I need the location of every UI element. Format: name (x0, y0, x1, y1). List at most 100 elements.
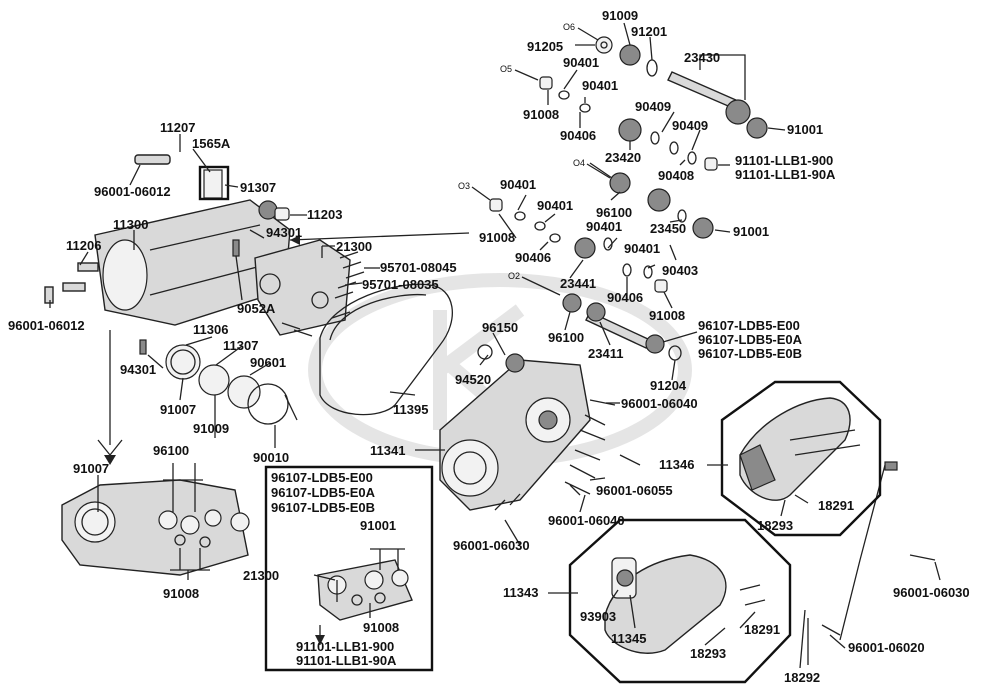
label-9052a: 9052A (237, 301, 276, 316)
label-96001-06012-b: 96001-06012 (8, 318, 85, 333)
bottom-left-cover (61, 479, 250, 576)
grouping-frames (198, 165, 882, 684)
label-91307: 91307 (240, 180, 276, 195)
label-90403: 90403 (662, 263, 698, 278)
label-90401-d: 90401 (537, 198, 573, 213)
label-23450: 23450 (650, 221, 686, 236)
label-96107-e00-b: 96107-LDB5-E00 (271, 470, 373, 485)
label-1565a: 1565A (192, 136, 231, 151)
label-90409-b: 90409 (672, 118, 708, 133)
label-18293-a: 18293 (757, 518, 793, 533)
rods-group (799, 461, 936, 669)
label-90401-c: 90401 (500, 177, 536, 192)
cover-bolts-group (494, 399, 641, 511)
label-94301-b: 94301 (120, 362, 156, 377)
label-96001-06030-a: 96001-06030 (453, 538, 530, 553)
label-91009-b: 91009 (193, 421, 229, 436)
label-18291-a: 18291 (818, 498, 854, 513)
label-91008-c: 91008 (649, 308, 685, 323)
circle-markers: O6 O5 O4 O3 O2 (458, 22, 611, 296)
label-90406-c: 90406 (607, 290, 643, 305)
label-91101-llb1-900-b: 91101-LLB1-900 (296, 639, 394, 654)
label-91201: 91201 (631, 24, 667, 39)
label-96107-e0b-b: 96107-LDB5-E0B (271, 500, 375, 515)
label-90406-b: 90406 (515, 250, 551, 265)
label-94301-a: 94301 (266, 225, 302, 240)
label-96001-06030-b: 96001-06030 (893, 585, 970, 600)
label-96100-a: 96100 (596, 205, 632, 220)
label-91101-llb1-90a-a: 91101-LLB1-90A (735, 167, 836, 182)
duct-cover-11346 (739, 397, 861, 501)
label-95701-08035: 95701-08035 (362, 277, 439, 292)
label-11203: 11203 (307, 207, 342, 222)
label-94520: 94520 (455, 372, 491, 387)
label-91008-e: 91008 (363, 620, 399, 635)
label-93903: 93903 (580, 609, 616, 624)
label-96100-c: 96100 (153, 443, 189, 458)
label-91001-a: 91001 (787, 122, 823, 137)
label-23441: 23441 (560, 276, 596, 291)
crankcase-11341 (439, 344, 591, 511)
label-11207: 11207 (160, 120, 195, 135)
label-96107-e0b-a: 96107-LDB5-E0B (698, 346, 802, 361)
inner-plate (165, 239, 351, 425)
label-18293-b: 18293 (690, 646, 726, 661)
label-18291-b: 18291 (744, 622, 780, 637)
label-90408: 90408 (658, 168, 694, 183)
label-91001-c: 91001 (360, 518, 396, 533)
label-18292: 18292 (784, 670, 820, 685)
label-95701-08045: 95701-08045 (380, 260, 457, 275)
label-91001-b: 91001 (733, 224, 769, 239)
label-11395: 11395 (393, 402, 428, 417)
label-11346: 11346 (659, 457, 694, 472)
label-96100-b: 96100 (548, 330, 584, 345)
duct-cover-11343 (604, 554, 766, 654)
label-11341: 11341 (370, 443, 405, 458)
label-90401-f: 90401 (624, 241, 660, 256)
leader-lines (49, 22, 941, 665)
label-21300-a: 21300 (336, 239, 372, 254)
label-96001-06040-b: 96001-06040 (548, 513, 625, 528)
label-90010: 90010 (253, 450, 289, 465)
label-91007-b: 91007 (73, 461, 109, 476)
label-91205: 91205 (527, 39, 563, 54)
label-23411: 23411 (588, 346, 623, 361)
label-91101-llb1-900-a: 91101-LLB1-900 (735, 153, 833, 168)
label-23420: 23420 (605, 150, 641, 165)
label-11300: 11300 (113, 217, 148, 232)
label-11306: 11306 (193, 322, 228, 337)
label-11206: 11206 (66, 238, 101, 253)
label-90409-a: 90409 (635, 99, 671, 114)
label-11343: 11343 (503, 585, 538, 600)
marker-o2: O2 (508, 271, 520, 281)
label-96107-e0a-b: 96107-LDB5-E0A (271, 485, 376, 500)
label-91008-top: 91008 (523, 107, 559, 122)
label-96107-e00-a: 96107-LDB5-E00 (698, 318, 800, 333)
label-91008-b: 91008 (479, 230, 515, 245)
label-96001-06040-a: 96001-06040 (621, 396, 698, 411)
marker-o6: O6 (563, 22, 575, 32)
label-11345: 11345 (611, 631, 646, 646)
label-91204: 91204 (650, 378, 687, 393)
label-96001-06055: 96001-06055 (596, 483, 673, 498)
label-96150: 96150 (482, 320, 518, 335)
label-11307: 11307 (223, 338, 258, 353)
label-90601: 90601 (250, 355, 286, 370)
label-96001-06012-a: 96001-06012 (94, 184, 171, 199)
arrowheads (104, 235, 325, 645)
gasket-11395 (319, 283, 453, 416)
label-91101-llb1-90a-b: 91101-LLB1-90A (296, 653, 397, 668)
label-96107-e0a-a: 96107-LDB5-E0A (698, 332, 803, 347)
label-23430: 23430 (684, 50, 720, 65)
marker-o3: O3 (458, 181, 470, 191)
label-91008-d: 91008 (163, 586, 199, 601)
marker-o5: O5 (500, 64, 512, 74)
part-labels: 91009 91205 91201 23430 90401 90401 9100… (8, 8, 970, 685)
label-21300-b: 21300 (243, 568, 279, 583)
label-90401-e: 90401 (586, 219, 622, 234)
label-96001-06020: 96001-06020 (848, 640, 925, 655)
label-90401-b: 90401 (582, 78, 618, 93)
label-90401-a: 90401 (563, 55, 599, 70)
label-91009-top: 91009 (602, 8, 638, 23)
